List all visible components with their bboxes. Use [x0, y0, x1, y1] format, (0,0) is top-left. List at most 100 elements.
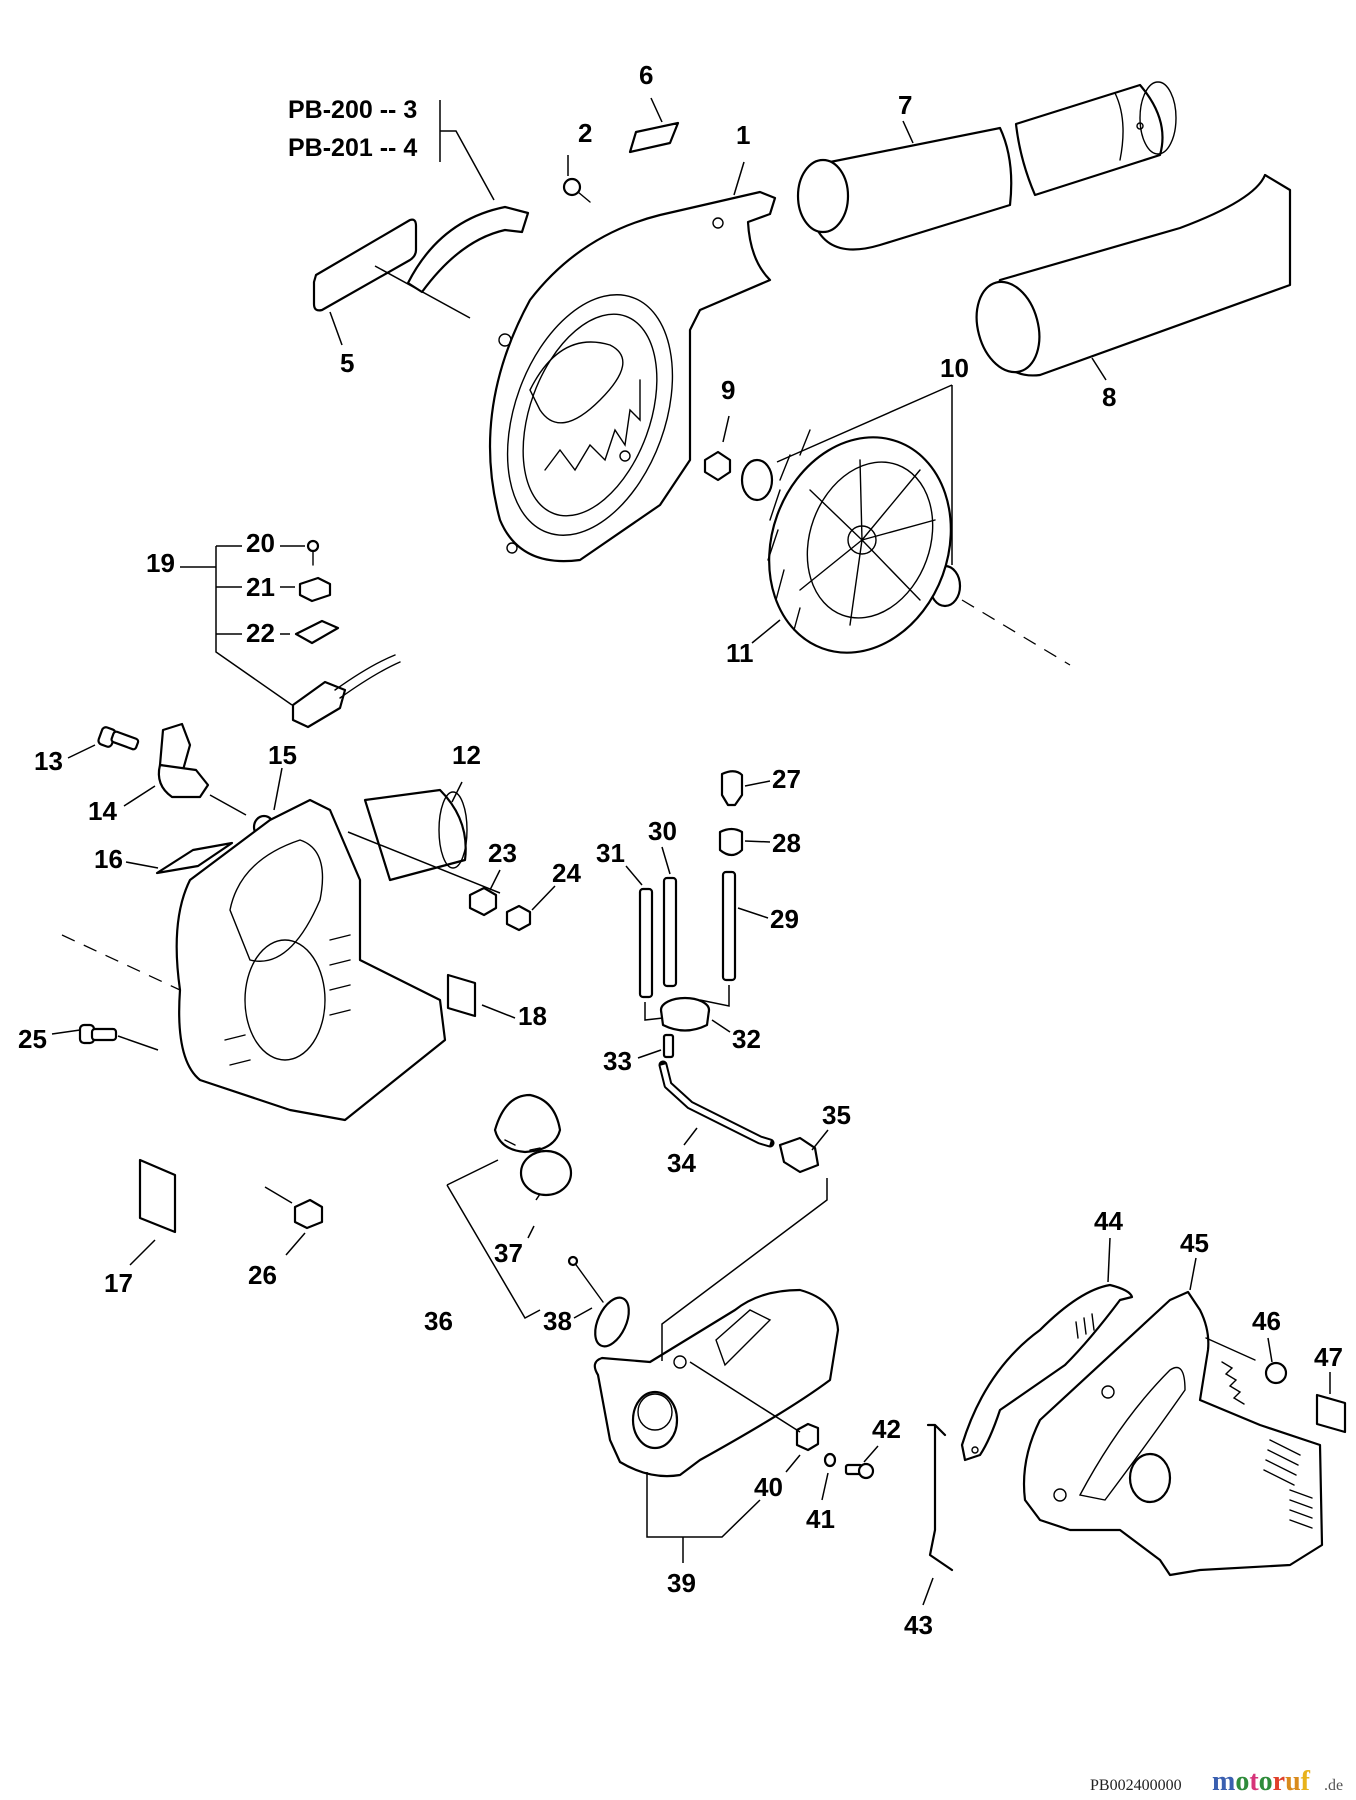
callout-37: 37: [494, 1238, 523, 1268]
label-plate-5: [312, 218, 418, 312]
callout-47: 47: [1314, 1342, 1343, 1372]
callout-12: 12: [452, 740, 481, 770]
leader-42: [863, 1445, 879, 1463]
leader-7: [902, 120, 914, 144]
switch-19: [291, 654, 401, 729]
callout-14: 14: [88, 796, 117, 826]
watermark-letter: f: [1301, 1766, 1311, 1797]
callout-16: 16: [94, 844, 123, 874]
callout-31: 31: [596, 838, 625, 868]
watermark-logo: motoruf: [1212, 1766, 1311, 1797]
leader-31: [625, 865, 643, 886]
leader-9: [722, 415, 730, 443]
callout-10: 10: [940, 353, 969, 383]
nut-9: [703, 450, 732, 482]
sticker-6: [628, 121, 680, 154]
callout-21: 21: [246, 572, 275, 602]
nut-24: [505, 904, 532, 932]
tube-31: [638, 887, 654, 999]
callout-28: 28: [772, 828, 801, 858]
callout-26: 26: [248, 1260, 277, 1290]
plate-22: [294, 619, 340, 645]
leader-44: [1107, 1237, 1111, 1283]
callout-33: 33: [603, 1046, 632, 1076]
callout-2: 2: [578, 118, 592, 148]
leader-30: [661, 846, 671, 875]
callout-42: 42: [872, 1414, 901, 1444]
fuel-tank-39: [593, 1288, 840, 1478]
callout-35: 35: [822, 1100, 851, 1130]
leader-25: [51, 1029, 159, 1051]
leader-10: [776, 384, 953, 565]
leader-34: [683, 1127, 698, 1146]
callout-5: 5: [340, 348, 354, 378]
model-variant-pb200: PB-200 -- 3: [288, 96, 417, 124]
back-plate-12: [175, 788, 468, 1122]
nut-21: [298, 576, 332, 603]
gasket-37: [519, 1149, 573, 1197]
callout-13: 13: [34, 746, 63, 776]
bolt-42: [844, 1462, 875, 1480]
watermark-letter: t: [1249, 1766, 1259, 1797]
blower-pipe-7: [796, 81, 1177, 251]
figure-code: PB002400000: [1090, 1777, 1182, 1794]
leader-26: [264, 1186, 306, 1256]
leader-37: [527, 1193, 541, 1239]
axis-dash-12: [61, 934, 181, 991]
fuel-cap-36: [493, 1093, 562, 1154]
leader-46: [1267, 1337, 1273, 1363]
callout-22: 22: [246, 618, 275, 648]
leader-5: [329, 311, 343, 346]
nozzle-8: [975, 173, 1292, 377]
fan-11: [767, 429, 952, 654]
leader-6: [650, 97, 663, 123]
connector-14: [157, 722, 210, 799]
watermark-letter: r: [1273, 1766, 1285, 1797]
washer-10a: [740, 458, 774, 502]
callout-7: 7: [898, 90, 912, 120]
throttle-rod-43: [926, 1423, 954, 1572]
callout-15: 15: [268, 740, 297, 770]
callout-1: 1: [736, 120, 750, 150]
callout-6: 6: [639, 60, 653, 90]
callout-27: 27: [772, 764, 801, 794]
leader-16: [125, 861, 159, 869]
bolt-25: [78, 1023, 118, 1045]
leader-1: [733, 161, 745, 196]
leader-36: [446, 1159, 541, 1320]
leader-35: [811, 1129, 829, 1151]
leader-17: [129, 1239, 156, 1266]
watermark-letter: u: [1285, 1766, 1301, 1797]
leader-14: [123, 785, 247, 816]
leader-27: [744, 780, 771, 787]
screw-2: [562, 177, 591, 203]
leader-33: [637, 1049, 662, 1059]
leader-29: [737, 907, 769, 919]
callout-44: 44: [1094, 1206, 1123, 1236]
watermark-letter: o: [1259, 1766, 1273, 1797]
leader-41: [821, 1472, 829, 1501]
leader-38: [573, 1307, 593, 1319]
screw-20: [306, 539, 320, 566]
callout-43: 43: [904, 1610, 933, 1640]
leader-43: [922, 1577, 934, 1606]
leader-3-4: [439, 100, 495, 201]
callout-39: 39: [667, 1568, 696, 1598]
leader-28: [744, 840, 771, 843]
callout-45: 45: [1180, 1228, 1209, 1258]
callout-41: 41: [806, 1504, 835, 1534]
bolt-13: [97, 726, 140, 751]
leader-15: [273, 767, 283, 811]
leader-45: [1189, 1257, 1197, 1291]
callout-20: 20: [246, 528, 275, 558]
tube-29: [721, 870, 737, 982]
callout-38: 38: [543, 1306, 572, 1336]
leader-35-39: [661, 1178, 828, 1361]
callout-24: 24: [552, 858, 581, 888]
callout-32: 32: [732, 1024, 761, 1054]
cap-27: [720, 770, 744, 807]
sticker-18: [446, 973, 477, 1018]
leader-39: [646, 1472, 761, 1563]
blower-housing-1: [488, 190, 777, 563]
leader-5-dash: [374, 265, 471, 319]
